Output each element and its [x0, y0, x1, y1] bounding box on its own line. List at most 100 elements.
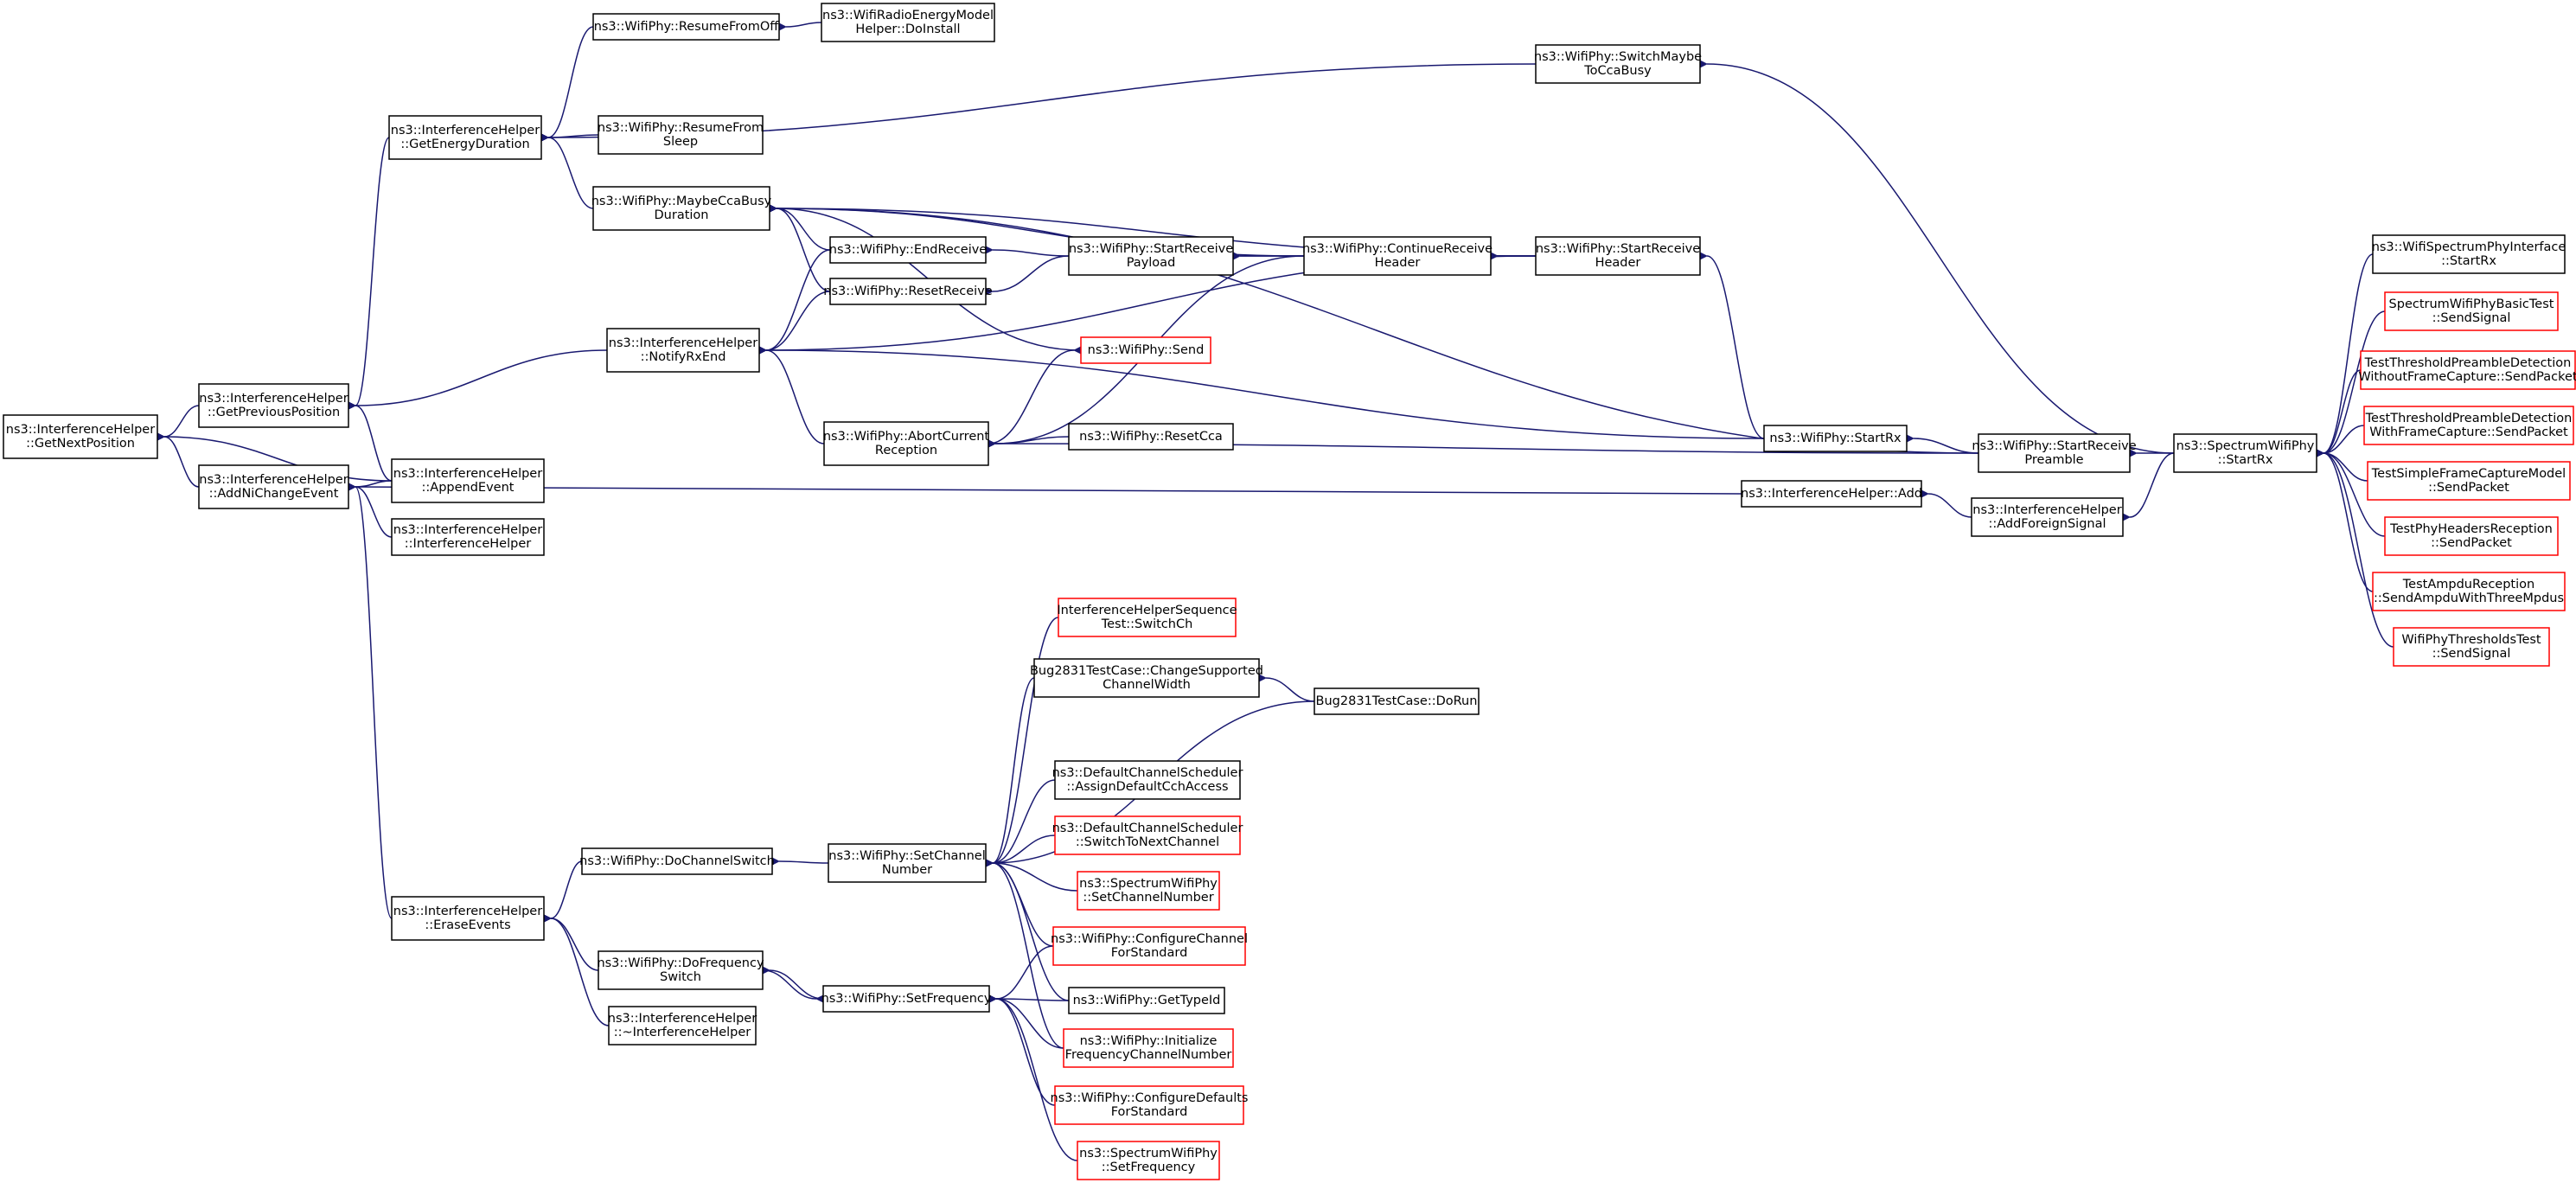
graph-node[interactable]: TestThresholdPreambleDetectionWithoutFra…: [2358, 350, 2576, 390]
graph-node[interactable]: ns3::WifiPhy::ResetReceive: [823, 278, 993, 305]
graph-node[interactable]: ns3::WifiPhy::DoChannelSwitch: [579, 847, 775, 875]
graph-node: ns3::InterferenceHelper::GetNextPosition: [3, 414, 158, 459]
graph-node[interactable]: ns3::InterferenceHelper::GetPreviousPosi…: [198, 383, 349, 428]
graph-node[interactable]: ns3::InterferenceHelper::AppendEvent: [391, 458, 545, 503]
graph-node[interactable]: ns3::SpectrumWifiPhy::StartRx: [2173, 433, 2317, 473]
node-box: [391, 518, 545, 556]
node-label: ns3::WifiPhy::AbortCurrent: [823, 430, 990, 444]
graph-node[interactable]: TestPhyHeadersReception::SendPacket: [2384, 516, 2559, 556]
call-edge-n27-to-n25: [2315, 310, 2386, 458]
graph-node[interactable]: ns3::InterferenceHelper::InterferenceHel…: [391, 518, 545, 556]
graph-node[interactable]: ns3::WifiPhy::SetChannelNumber: [828, 843, 987, 883]
graph-node[interactable]: ns3::WifiPhy::EndReceive: [829, 236, 988, 264]
node-label: ns3::DefaultChannelScheduler: [1052, 822, 1243, 835]
graph-node[interactable]: WifiPhyThresholdsTest::SendSignal: [2393, 627, 2550, 667]
node-label: Bug2831TestCase::DoRun: [1316, 694, 1478, 708]
graph-node[interactable]: ns3::WifiSpectrumPhyInterface::StartRx: [2372, 234, 2566, 274]
node-label: ns3::WifiPhy::SwitchMaybe: [1534, 50, 1702, 64]
call-edge-n4-to-n1: [347, 349, 608, 411]
graph-node[interactable]: ns3::DefaultChannelScheduler::SwitchToNe…: [1052, 815, 1243, 855]
node-label: ::SendSignal: [2432, 647, 2511, 661]
graph-node[interactable]: ns3::WifiPhy::GetTypeId: [1068, 987, 1225, 1014]
graph-node[interactable]: Bug2831TestCase::ChangeSupportedChannelW…: [1030, 658, 1263, 698]
graph-node[interactable]: ns3::WifiPhy::ConfigureDefaultsForStanda…: [1051, 1085, 1249, 1125]
call-edge-n8-to-n3: [540, 26, 594, 143]
node-label: Reception: [875, 444, 937, 457]
graph-node[interactable]: ns3::WifiPhy::StartRx: [1763, 425, 1908, 452]
call-edge-n10-to-n3: [540, 132, 599, 143]
graph-node[interactable]: ns3::WifiRadioEnergyModelHelper::DoInsta…: [821, 3, 995, 42]
graph-node[interactable]: ns3::WifiPhy::InitializeFrequencyChannel…: [1063, 1028, 1234, 1068]
call-edge-n2-to-n0: [156, 432, 200, 488]
graph-node[interactable]: ns3::InterferenceHelper::Add: [1741, 480, 1922, 508]
node-label: ::GetPreviousPosition: [208, 406, 340, 419]
graph-node[interactable]: ns3::InterferenceHelper::AddNiChangeEven…: [198, 464, 349, 509]
call-edge-n28-to-n25: [2315, 369, 2362, 458]
call-edge-n49-to-n38: [988, 994, 1078, 1161]
node-label: Sleep: [663, 135, 698, 149]
call-edge-n5-to-n0: [156, 432, 393, 482]
node-box: [822, 985, 990, 1013]
call-edge-n22-to-n21: [1905, 433, 1979, 454]
graph-node[interactable]: ns3::SpectrumWifiPhy::SetChannelNumber: [1077, 871, 1220, 911]
call-edge-n34-to-n7: [542, 860, 583, 924]
graph-node[interactable]: ns3::InterferenceHelper::EraseEvents: [391, 896, 545, 941]
node-label: ns3::WifiRadioEnergyModel: [822, 9, 994, 22]
graph-node[interactable]: ns3::WifiPhy::ResetCca: [1068, 423, 1234, 451]
graph-node[interactable]: TestThresholdPreambleDetectionWithFrameC…: [2363, 406, 2574, 445]
graph-node[interactable]: ns3::DefaultChannelScheduler::AssignDefa…: [1052, 760, 1243, 800]
node-label: ns3::SpectrumWifiPhy: [2176, 439, 2315, 453]
call-edge-n15-to-n14: [984, 255, 1070, 297]
call-edge-n14-to-n11: [768, 203, 831, 292]
node-label: ns3::WifiPhy::ResetReceive: [823, 285, 993, 298]
node-label: ::SwitchToNextChannel: [1076, 835, 1219, 849]
graph-node[interactable]: ns3::InterferenceHelper::NotifyRxEnd: [606, 328, 760, 373]
node-label: Header: [1375, 256, 1421, 270]
node-label: ns3::InterferenceHelper: [393, 467, 542, 481]
graph-node[interactable]: ns3::SpectrumWifiPhy::SetFrequency: [1077, 1141, 1220, 1180]
node-box: [1054, 1085, 1244, 1125]
call-edge-n41-to-n40: [1257, 673, 1315, 702]
graph-node[interactable]: TestSimpleFrameCaptureModel::SendPacket: [2367, 461, 2571, 501]
node-box: [598, 950, 764, 990]
node-box: [2384, 516, 2559, 556]
graph-node[interactable]: SpectrumWifiPhyBasicTest::SendSignal: [2384, 291, 2559, 331]
graph-node[interactable]: Bug2831TestCase::DoRun: [1314, 687, 1480, 715]
graph-node[interactable]: ns3::InterferenceHelper::~InterferenceHe…: [608, 1006, 757, 1046]
node-box: [3, 414, 158, 459]
graph-node[interactable]: ns3::WifiPhy::ConfigureChannelForStandar…: [1051, 926, 1248, 966]
node-label: ns3::WifiPhy::SetFrequency: [821, 992, 992, 1006]
call-edge-n47-to-n38: [988, 994, 1064, 1049]
graph-node[interactable]: ns3::InterferenceHelper::AddForeignSigna…: [1971, 497, 2124, 537]
node-label: ns3::SpectrumWifiPhy: [1079, 1147, 1218, 1161]
call-edge-n46-to-n37: [984, 858, 1070, 1001]
graph-node[interactable]: ns3::WifiPhy::SetFrequency: [821, 985, 992, 1013]
graph-node[interactable]: ns3::WifiPhy::ResumeFromOff: [592, 13, 780, 41]
graph-node[interactable]: ns3::InterferenceHelper::GetEnergyDurati…: [388, 115, 542, 160]
graph-node[interactable]: TestAmpduReception::SendAmpduWithThreeMp…: [2372, 572, 2566, 611]
node-label: Number: [882, 863, 932, 877]
call-edge-n6-to-n2: [347, 482, 393, 538]
node-label: ns3::InterferenceHelper: [608, 1012, 757, 1026]
call-edge-n46-to-n38: [988, 994, 1070, 1004]
node-label: SpectrumWifiPhyBasicTest: [2389, 297, 2554, 311]
node-box: [1971, 497, 2124, 537]
graph-node[interactable]: ns3::WifiPhy::Send: [1080, 336, 1211, 364]
node-label: ns3::WifiPhy::StartReceive: [1972, 439, 2136, 453]
node-box: [391, 458, 545, 503]
node-label: ns3::InterferenceHelper::Add: [1741, 487, 1922, 501]
node-label: WithFrameCapture::SendPacket: [2369, 425, 2568, 439]
node-box: [1535, 44, 1701, 84]
node-box: [1080, 336, 1211, 364]
node-label: ForStandard: [1111, 1105, 1188, 1119]
